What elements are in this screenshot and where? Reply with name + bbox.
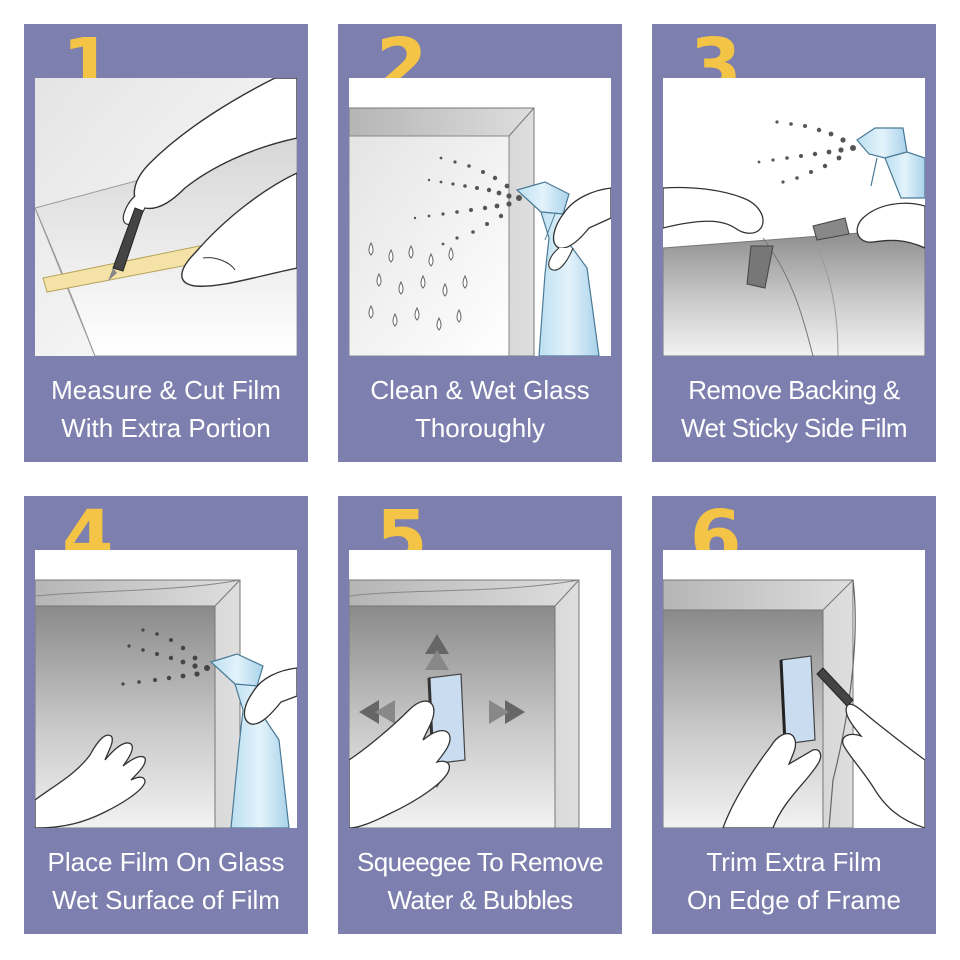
step-caption: Trim Extra Film On Edge of Frame [656, 836, 932, 926]
caption-line: Remove Backing & [688, 375, 900, 405]
water-droplets-icon [368, 241, 468, 331]
step-illustration [349, 550, 611, 828]
hand-icon [35, 667, 297, 828]
step-illustration [663, 78, 925, 356]
clean-wet-illustration [349, 107, 611, 356]
step-caption: Measure & Cut Film With Extra Portion [28, 364, 304, 454]
remove-backing-illustration [663, 120, 925, 356]
step-card-6: 6 Trim Extra Film On Edge of Frame [652, 496, 936, 934]
hand-icon [722, 703, 925, 828]
step-card-2: 2 [338, 24, 622, 462]
hand-icon [663, 186, 925, 249]
hand-icon [122, 78, 297, 287]
caption-line: Clean & Wet Glass [370, 375, 590, 405]
window-frame-icon [349, 107, 535, 356]
caption-line: Wet Sticky Side Film [681, 413, 908, 443]
hand-icon [349, 700, 451, 828]
step-card-3: 3 Re [652, 24, 936, 462]
step-illustration [35, 550, 297, 828]
caption-line: Trim Extra Film [706, 847, 882, 877]
spray-mist [757, 120, 856, 184]
caption-line: Measure & Cut Film [51, 375, 281, 405]
hand-icon [548, 187, 611, 271]
step-caption: Squeegee To Remove Water & Bubbles [342, 836, 618, 926]
step-card-4: 4 Place Film On Glass [24, 496, 308, 934]
caption-line: Place Film On Glass [47, 847, 285, 877]
step-card-5: 5 Squeegee To Remove [338, 496, 622, 934]
caption-line: With Extra Portion [61, 413, 271, 443]
utility-knife-icon [108, 207, 144, 281]
step-illustration [349, 78, 611, 356]
caption-line: On Edge of Frame [687, 885, 901, 915]
squeegee-illustration [349, 579, 580, 828]
caption-line: Wet Surface of Film [52, 885, 280, 915]
step-caption: Clean & Wet Glass Thoroughly [342, 364, 618, 454]
measure-cut-illustration [35, 78, 297, 356]
film-sheet-icon [663, 217, 925, 356]
caption-line: Squeegee To Remove [356, 847, 604, 877]
step-illustration [35, 78, 297, 356]
squeegee-icon [779, 655, 816, 745]
trim-film-illustration [663, 579, 925, 828]
spray-mist [121, 628, 210, 686]
caption-line: Water & Bubbles [387, 885, 573, 915]
spray-bottle-icon [856, 127, 925, 199]
step-illustration [663, 550, 925, 828]
step-caption: Remove Backing & Wet Sticky Side Film [656, 364, 932, 454]
caption-line: Thoroughly [414, 413, 546, 443]
step-caption: Place Film On Glass Wet Surface of Film [28, 836, 304, 926]
place-film-illustration [35, 579, 297, 828]
step-card-1: 1 Measure & Cut Film With Extra Portion [24, 24, 308, 462]
spray-mist [413, 156, 522, 246]
